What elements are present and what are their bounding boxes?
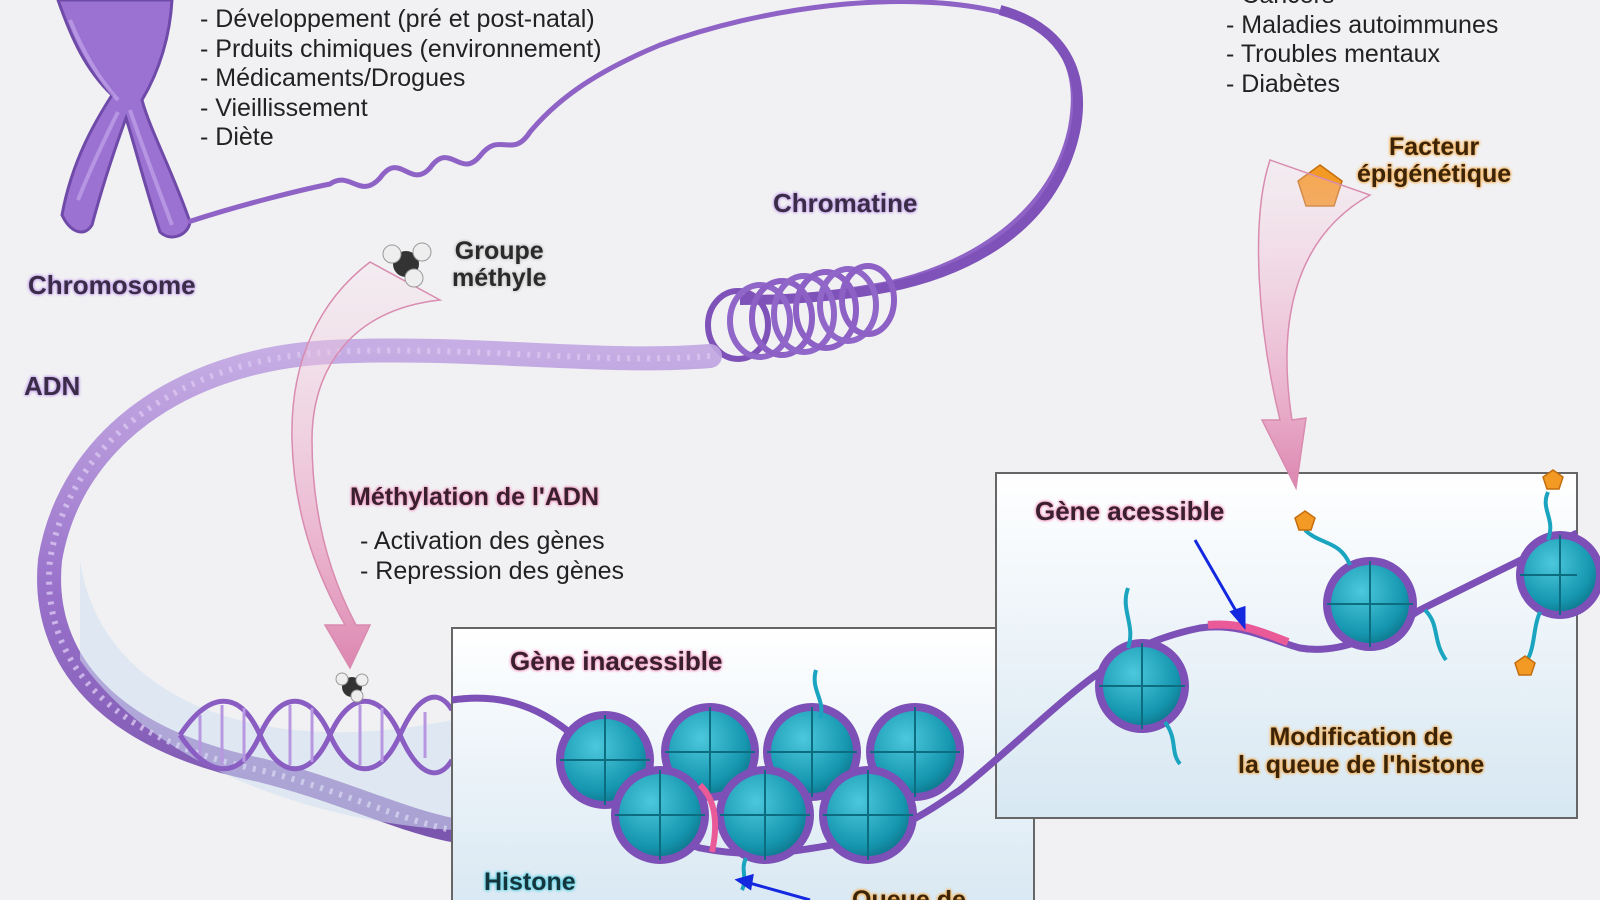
- methylation-arrow: [291, 261, 443, 670]
- dna-thread: [187, 0, 1076, 303]
- histone-spread: [1095, 491, 1600, 766]
- methylation-effects-list: Activation des gènes Repression des gène…: [360, 527, 624, 586]
- factors-list: Développement (pré et post-natal) Prduit…: [200, 5, 602, 153]
- inaccessible-gene-label: Gène inacessible: [510, 646, 723, 676]
- disease-item: Maladies autoimmunes: [1226, 11, 1498, 41]
- disease-item-partial: Cancers: [1226, 0, 1498, 11]
- methylation-effect: Repression des gènes: [360, 557, 624, 587]
- methyl-on-dna-icon: [335, 672, 369, 703]
- factor-item: Médicaments/Drogues: [200, 64, 602, 94]
- disease-item: Troubles mentaux: [1226, 40, 1498, 70]
- chromatin-loop: [739, 5, 1084, 305]
- blue-pointer-arrows: [734, 539, 1246, 900]
- helix-shadow: [80, 560, 452, 830]
- chromosome-shape: [56, 0, 192, 239]
- chromatine-label: Chromatine: [773, 188, 918, 218]
- histone-cluster: [556, 669, 964, 891]
- factor-item: Diète: [200, 123, 602, 153]
- epigenetic-arrow: [1257, 159, 1372, 491]
- dna-double-helix: [177, 694, 455, 776]
- chromatin-coil: [705, 263, 897, 362]
- disease-item: Diabètes: [1226, 70, 1498, 100]
- methylation-effect: Activation des gènes: [360, 527, 624, 557]
- accessible-gene-segment: [1207, 620, 1290, 646]
- histone-label: Histone: [484, 868, 576, 896]
- factor-item: Développement (pré et post-natal): [200, 5, 602, 35]
- tail-label-partial: Queue de: [852, 886, 966, 900]
- factor-item: Prduits chimiques (environnement): [200, 35, 601, 65]
- diseases-list: Cancers Maladies autoimmunes Troubles me…: [1226, 0, 1499, 100]
- histone-modification-label: Modification de la queue de l'histone: [1238, 723, 1485, 779]
- methyl-group-icon: [382, 242, 432, 288]
- epigenetic-factor-label: Facteur épigénétique: [1357, 133, 1512, 188]
- factor-item: Vieillissement: [200, 94, 602, 124]
- methyl-group-label: Groupe méthyle: [452, 237, 547, 292]
- methylation-title: Méthylation de l'ADN: [350, 483, 600, 511]
- adn-label: ADN: [24, 371, 81, 401]
- chromosome-label: Chromosome: [28, 270, 196, 300]
- accessible-gene-label: Gène acessible: [1035, 496, 1225, 526]
